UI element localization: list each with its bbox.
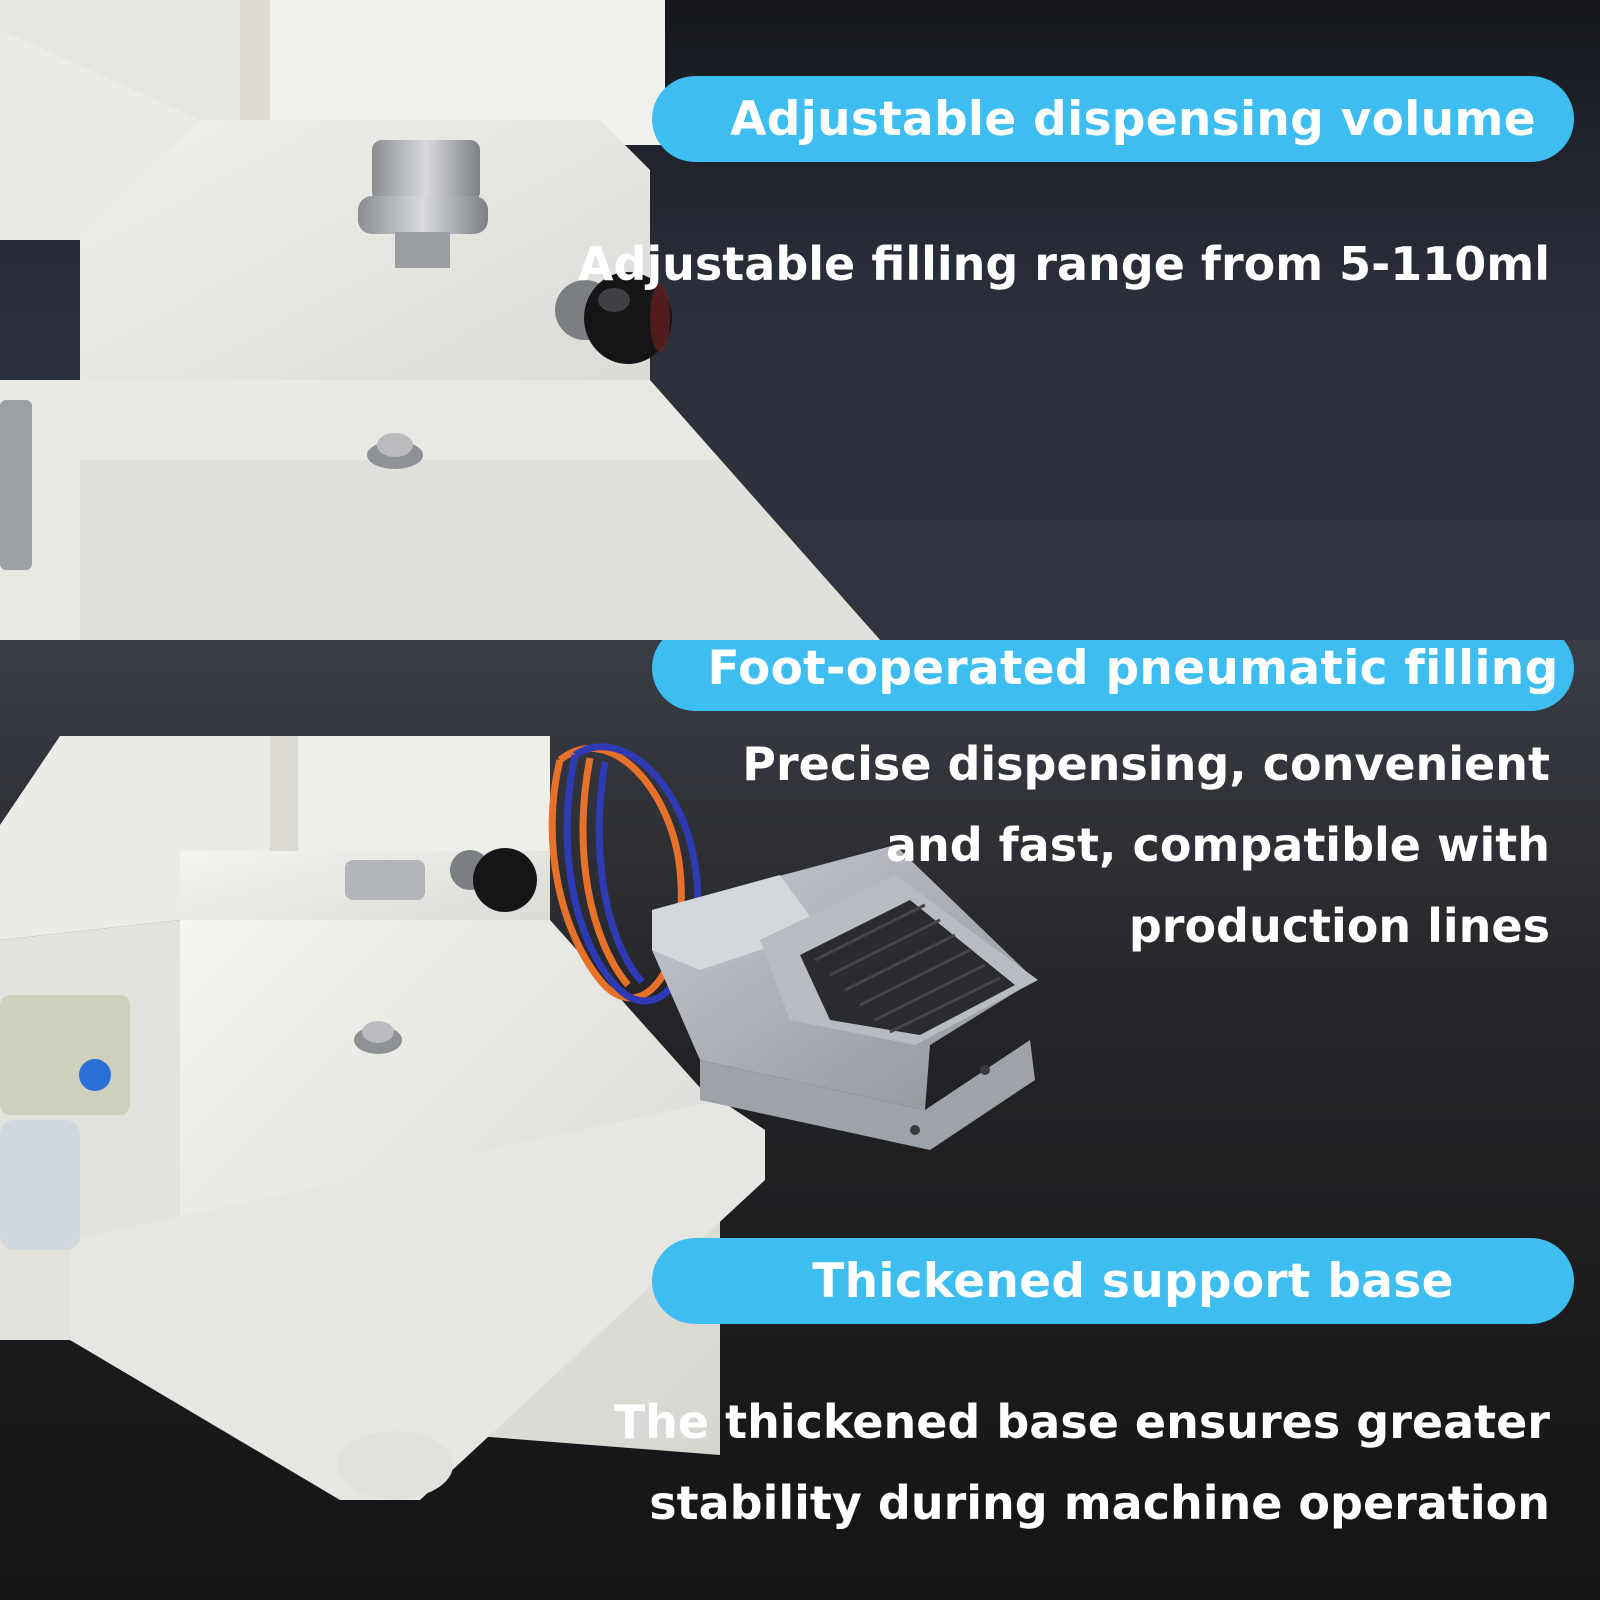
- pill-heading-pneumatic: Foot-operated pneumatic filling: [652, 640, 1574, 711]
- description-volume-line-1: Adjustable filling range from 5-110ml: [577, 237, 1550, 291]
- description-pneumatic-line-2: and fast, compatible with: [885, 818, 1550, 872]
- machine-head-photo: [0, 0, 880, 640]
- description-pneumatic-line-3: production lines: [1128, 899, 1550, 953]
- description-base-line-1: The thickened base ensures greater: [613, 1395, 1550, 1449]
- heading-pneumatic-text: Foot-operated pneumatic filling: [707, 640, 1559, 696]
- pill-heading-base: Thickened support base: [652, 1238, 1574, 1324]
- description-base: The thickened base ensures greater stabi…: [614, 1382, 1550, 1544]
- adjustment-knob-icon: [555, 272, 672, 364]
- heading-base-text: Thickened support base: [812, 1253, 1454, 1309]
- description-volume: Adjustable filling range from 5-110ml: [578, 224, 1550, 305]
- dispensing-valve: [372, 140, 480, 202]
- foot-pedal-icon: [652, 845, 1038, 1150]
- pill-heading-volume: Adjustable dispensing volume: [652, 76, 1574, 162]
- machine-base-photo: [0, 736, 1038, 1500]
- description-pneumatic-line-1: Precise dispensing, convenient: [742, 737, 1550, 791]
- description-base-line-2: stability during machine operation: [649, 1476, 1550, 1530]
- bottom-panel: Foot-operated pneumatic filling Precise …: [0, 640, 1600, 1600]
- top-panel: Adjustable dispensing volume Adjustable …: [0, 0, 1600, 640]
- heading-volume-text: Adjustable dispensing volume: [730, 91, 1536, 147]
- description-pneumatic: Precise dispensing, convenient and fast,…: [742, 724, 1550, 967]
